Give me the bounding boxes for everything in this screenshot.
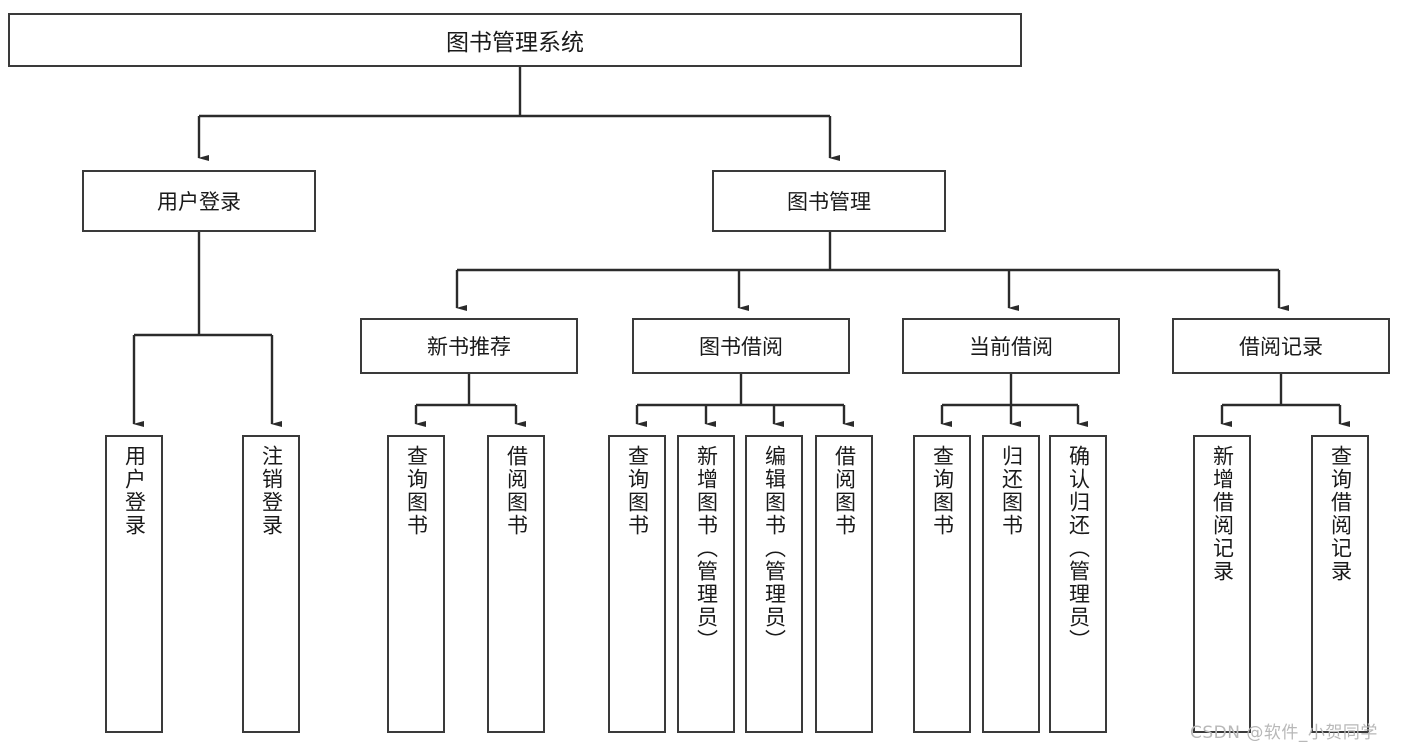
- leaf-borrow-book-1[interactable]: 借阅图书: [487, 435, 545, 733]
- leaf-add-record-label: 新增借阅记录: [1210, 445, 1235, 583]
- node-book-manage[interactable]: 图书管理: [712, 170, 946, 232]
- node-new-book-recommend-label: 新书推荐: [427, 335, 511, 359]
- leaf-user-logout-label: 注销登录: [259, 445, 284, 537]
- leaf-query-book-3-label: 查询图书: [930, 445, 955, 537]
- node-user-login-label: 用户登录: [157, 190, 241, 214]
- node-root[interactable]: 图书管理系统: [8, 13, 1022, 67]
- leaf-confirm-return[interactable]: 确认归还（管理员）: [1049, 435, 1107, 733]
- leaf-confirm-return-label: 确认归还（管理员）: [1066, 445, 1091, 652]
- node-book-manage-label: 图书管理: [787, 190, 871, 214]
- leaf-query-record-label: 查询借阅记录: [1328, 445, 1353, 583]
- leaf-query-record[interactable]: 查询借阅记录: [1311, 435, 1369, 733]
- leaf-edit-book[interactable]: 编辑图书（管理员）: [745, 435, 803, 733]
- node-current-borrow-label: 当前借阅: [969, 335, 1053, 359]
- node-new-book-recommend[interactable]: 新书推荐: [360, 318, 578, 374]
- leaf-user-login-label: 用户登录: [122, 445, 147, 537]
- leaf-add-book-label: 新增图书（管理员）: [694, 445, 719, 652]
- leaf-borrow-book-2[interactable]: 借阅图书: [815, 435, 873, 733]
- leaf-query-book-3[interactable]: 查询图书: [913, 435, 971, 733]
- leaf-add-record[interactable]: 新增借阅记录: [1193, 435, 1251, 733]
- node-book-borrow[interactable]: 图书借阅: [632, 318, 850, 374]
- node-book-borrow-label: 图书借阅: [699, 335, 783, 359]
- node-root-label: 图书管理系统: [446, 30, 584, 56]
- leaf-borrow-book-1-label: 借阅图书: [504, 445, 529, 537]
- leaf-return-book-label: 归还图书: [999, 445, 1024, 537]
- leaf-edit-book-label: 编辑图书（管理员）: [762, 445, 787, 652]
- leaf-query-book-2-label: 查询图书: [625, 445, 650, 537]
- leaf-borrow-book-2-label: 借阅图书: [832, 445, 857, 537]
- node-current-borrow[interactable]: 当前借阅: [902, 318, 1120, 374]
- node-borrow-record[interactable]: 借阅记录: [1172, 318, 1390, 374]
- leaf-add-book[interactable]: 新增图书（管理员）: [677, 435, 735, 733]
- node-user-login[interactable]: 用户登录: [82, 170, 316, 232]
- leaf-user-login[interactable]: 用户登录: [105, 435, 163, 733]
- leaf-query-book-1-label: 查询图书: [404, 445, 429, 537]
- csdn-watermark: CSDN @软件_小贺同学: [1190, 723, 1378, 743]
- leaf-query-book-1[interactable]: 查询图书: [387, 435, 445, 733]
- node-borrow-record-label: 借阅记录: [1239, 335, 1323, 359]
- leaf-return-book[interactable]: 归还图书: [982, 435, 1040, 733]
- leaf-user-logout[interactable]: 注销登录: [242, 435, 300, 733]
- leaf-query-book-2[interactable]: 查询图书: [608, 435, 666, 733]
